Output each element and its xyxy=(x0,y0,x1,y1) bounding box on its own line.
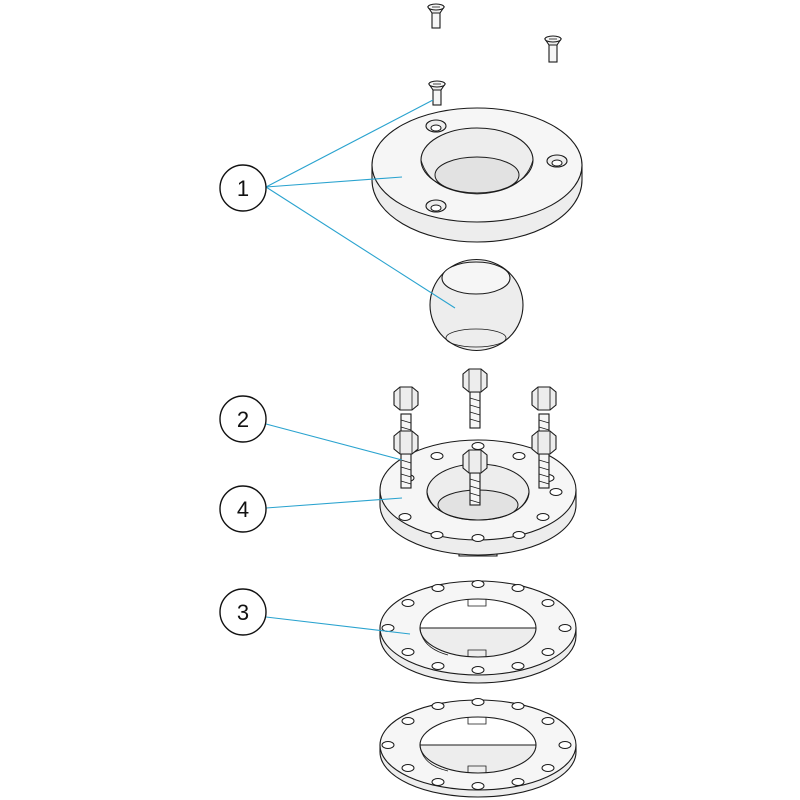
flange-hole-6 xyxy=(549,488,563,496)
leader-lines-1 xyxy=(265,99,456,309)
callout-2: 2 xyxy=(219,395,267,443)
flange-hole-3 xyxy=(512,452,526,460)
svg-text:4: 4 xyxy=(237,497,249,522)
bolt-front-right xyxy=(531,430,557,489)
svg-text:3: 3 xyxy=(237,600,249,625)
socket-housing xyxy=(371,107,583,243)
svg-text:2: 2 xyxy=(237,407,249,432)
svg-text:1: 1 xyxy=(237,176,249,201)
flange-hole-8 xyxy=(536,513,550,521)
flange-hole-1 xyxy=(471,442,485,450)
leader-line-2 xyxy=(265,423,403,461)
housing-screw-hole-2 xyxy=(546,154,568,168)
callout-3: 3 xyxy=(219,588,267,636)
housing-screw-hole-3 xyxy=(425,199,447,213)
screw-middle xyxy=(427,80,447,106)
leader-line-4 xyxy=(265,497,403,509)
flange-hole-2 xyxy=(430,452,444,460)
callout-4: 4 xyxy=(219,485,267,533)
leader-line-3 xyxy=(265,616,411,635)
ball xyxy=(429,258,524,352)
gasket-upper xyxy=(379,580,577,684)
gasket-lower xyxy=(379,698,577,798)
bolt-back-center xyxy=(462,368,488,429)
screw-top-left xyxy=(426,3,446,29)
flange-hole-11 xyxy=(512,531,526,539)
bolt-front-left xyxy=(393,430,419,489)
screw-top-right xyxy=(543,35,563,63)
flange-hole-7 xyxy=(398,513,412,521)
callout-1: 1 xyxy=(219,164,267,212)
flange-hole-9 xyxy=(430,531,444,539)
housing-screw-hole-1 xyxy=(425,119,447,133)
flange-hole-10 xyxy=(471,534,485,542)
bolt-front-center xyxy=(462,449,488,506)
